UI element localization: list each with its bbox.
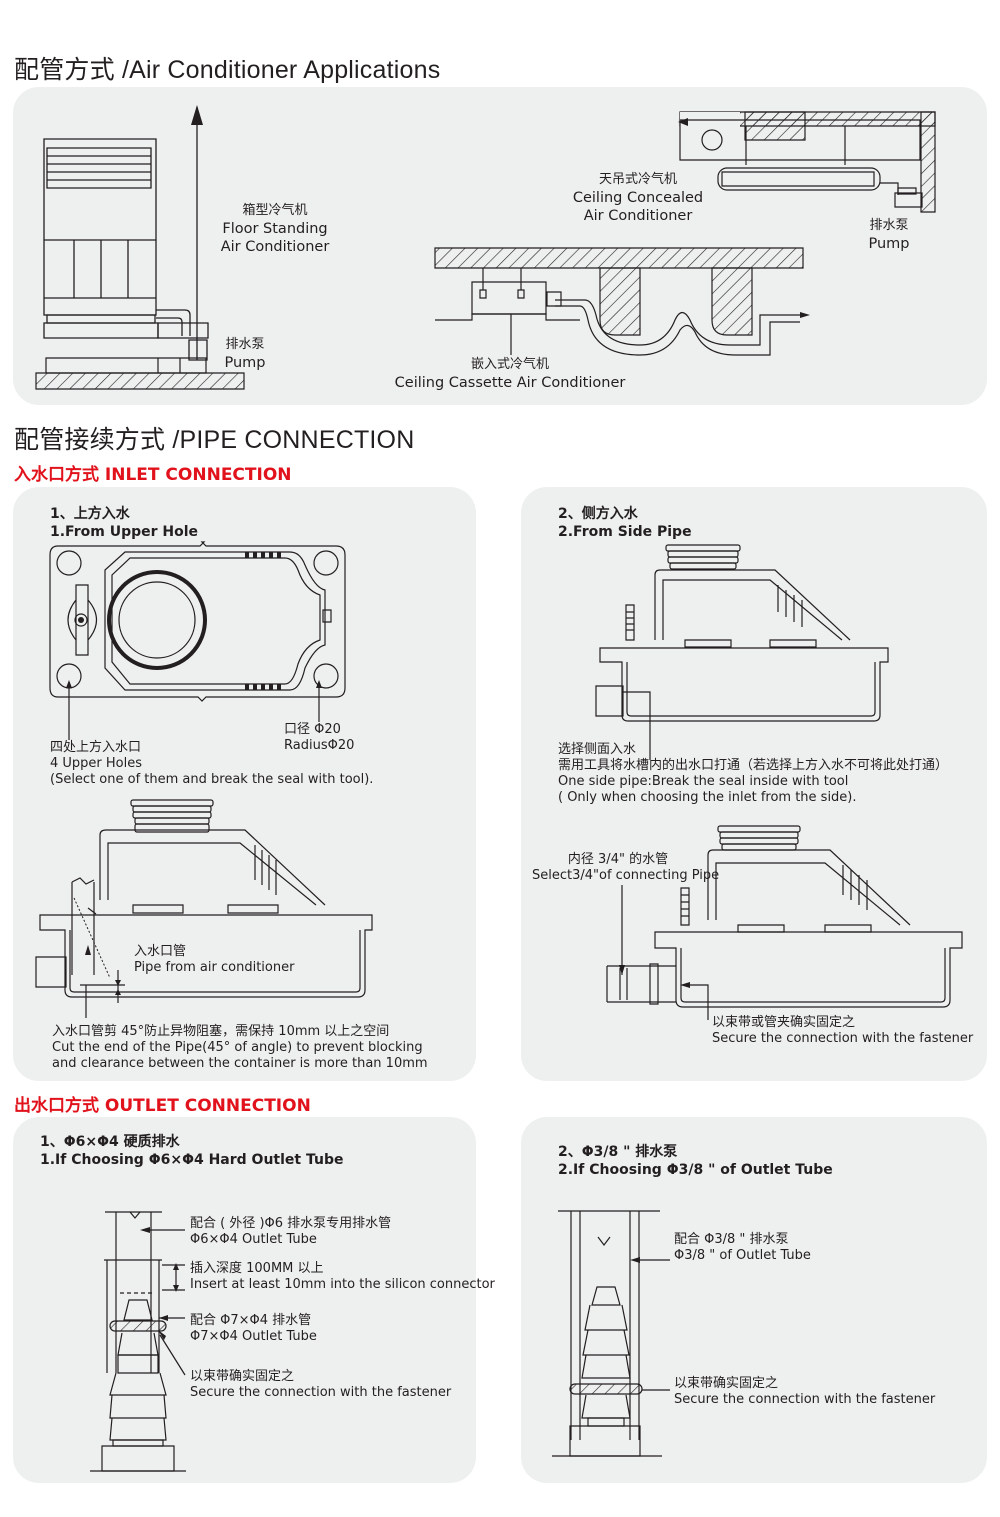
floor-standing-label: 箱型冷气机 Floor Standing Air Conditioner	[210, 202, 340, 256]
tube7-en: Φ7×Φ4 Outlet Tube	[190, 1329, 317, 1344]
radius-en: RadiusΦ20	[284, 738, 355, 753]
inlet-side-title-en: 2.From Side Pipe	[558, 524, 692, 540]
inlet-side-title: 2、侧方入水 2.From Side Pipe	[558, 505, 692, 541]
ceiling-pump-en: Pump	[868, 236, 910, 252]
pipe-connection-title: 配管接续方式 /PIPE CONNECTION	[14, 426, 415, 454]
floor-standing-cn: 箱型冷气机	[242, 203, 308, 218]
upper-holes-note: (Select one of them and break the seal w…	[50, 772, 374, 787]
upper-holes-cn: 四处上方入水口	[50, 740, 142, 755]
outlet-hard-title: 1、Φ6×Φ4 硬质排水 1.If Choosing Φ6×Φ4 Hard Ou…	[40, 1133, 343, 1169]
applications-title: 配管方式 /Air Conditioner Applications	[14, 56, 441, 84]
inlet-upper-panel	[13, 487, 476, 1081]
outlet-connection-title: 出水口方式 OUTLET CONNECTION	[14, 1096, 311, 1116]
pipe-from-ac-label: 入水口管 Pipe from air conditioner	[134, 944, 294, 976]
upper-holes-label: 四处上方入水口 4 Upper Holes (Select one of the…	[50, 740, 373, 788]
inlet-upper-title-en: 1.From Upper Hole	[50, 524, 199, 540]
ceiling-ac-drawing	[0, 0, 1000, 420]
tube6-en: Φ6×Φ4 Outlet Tube	[190, 1232, 317, 1247]
cut-pipe-cn: 入水口管剪 45°防止异物阻塞，需保持 10mm 以上之空间	[52, 1024, 390, 1039]
ceiling-concealed-label: 天吊式冷气机 Ceiling Concealed Air Conditioner	[568, 171, 708, 225]
radius-label: 口径 Φ20 RadiusΦ20	[284, 722, 354, 754]
tube7-label: 配合 Φ7×Φ4 排水管 Φ7×Φ4 Outlet Tube	[190, 1313, 317, 1345]
soft-tube-en: Φ3/8 " of Outlet Tube	[674, 1248, 811, 1263]
hard-outlet-tube-drawing	[0, 0, 500, 1517]
side-tool-cn: 需用工具将水槽内的出水口打通（若选择上方入水不可将此处打通）	[558, 758, 949, 773]
side-tool-en1: One side pipe:Break the seal inside with…	[558, 774, 849, 789]
tube7-cn: 配合 Φ7×Φ4 排水管	[190, 1313, 312, 1328]
inlet-connection-title: 入水口方式 INLET CONNECTION	[14, 465, 292, 485]
floor-standing-en2: Air Conditioner	[220, 239, 330, 255]
insert-depth-label: 插入深度 100MM 以上 Insert at least 10mm into …	[190, 1261, 495, 1293]
outlet-soft-title-en: 2.If Choosing Φ3/8 " of Outlet Tube	[558, 1162, 833, 1178]
hard-fasten-label: 以束带确实固定之 Secure the connection with the …	[190, 1369, 451, 1401]
ceiling-concealed-cn: 天吊式冷气机	[598, 172, 677, 187]
tube6-cn: 配合 ( 外径 )Φ6 排水泵专用排水管	[190, 1216, 392, 1231]
inlet-upper-title: 1、上方入水 1.From Upper Hole	[50, 505, 198, 541]
side-inlet-note: 选择侧面入水 需用工具将水槽内的出水口打通（若选择上方入水不可将此处打通） On…	[558, 742, 948, 806]
pump-side-view-side-drawing	[0, 0, 1000, 1100]
side-tool-en2: ( Only when choosing the inlet from the …	[558, 790, 857, 805]
side-pipe-label: 内径 3/4" 的水管 Select3/4"of connecting Pipe	[532, 852, 720, 884]
side-pipe-cn: 内径 3/4" 的水管	[567, 852, 669, 867]
soft-tube-cn: 配合 Φ3/8 " 排水泵	[674, 1232, 789, 1247]
floor-pump-en: Pump	[224, 355, 266, 371]
cut-pipe-en1: Cut the end of the Pipe(45° of angle) to…	[52, 1040, 423, 1055]
ceiling-cassette-en: Ceiling Cassette Air Conditioner	[394, 375, 626, 391]
soft-tube-label: 配合 Φ3/8 " 排水泵 Φ3/8 " of Outlet Tube	[674, 1232, 811, 1264]
ceiling-cassette-cn: 嵌入式冷气机	[470, 357, 549, 372]
tube6-label: 配合 ( 外径 )Φ6 排水泵专用排水管 Φ6×Φ4 Outlet Tube	[190, 1216, 391, 1248]
ceiling-pump-cn: 排水泵	[869, 218, 909, 233]
soft-fasten-label: 以束带确实固定之 Secure the connection with the …	[674, 1376, 935, 1408]
cut-pipe-note: 入水口管剪 45°防止异物阻塞，需保持 10mm 以上之空间 Cut the e…	[52, 1024, 428, 1072]
outlet-hard-title-cn: 1、Φ6×Φ4 硬质排水	[40, 1134, 180, 1150]
side-fasten-label: 以束带或管夹确实固定之 Secure the connection with t…	[712, 1015, 973, 1047]
pipe-from-ac-en: Pipe from air conditioner	[134, 960, 295, 975]
side-fasten-en: Secure the connection with the fastener	[712, 1031, 974, 1046]
side-pipe-en: Select3/4"of connecting Pipe	[532, 868, 720, 883]
floor-pump-cn: 排水泵	[225, 337, 265, 352]
inlet-side-title-cn: 2、侧方入水	[558, 506, 638, 522]
outlet-soft-title-cn: 2、Φ3/8 " 排水泵	[558, 1144, 678, 1160]
pipe-from-ac-cn: 入水口管	[134, 944, 187, 959]
soft-fasten-en: Secure the connection with the fastener	[674, 1392, 936, 1407]
insert-depth-cn: 插入深度 100MM 以上	[190, 1261, 324, 1276]
ceiling-cassette-label: 嵌入式冷气机 Ceiling Cassette Air Conditioner	[390, 356, 630, 392]
cut-pipe-en2: and clearance between the container is m…	[52, 1056, 428, 1071]
side-select-cn: 选择侧面入水	[558, 742, 637, 757]
inlet-side-panel	[521, 487, 987, 1081]
floor-pump-label: 排水泵 Pump	[216, 336, 274, 372]
hard-fasten-en: Secure the connection with the fastener	[190, 1385, 452, 1400]
outlet-hard-title-en: 1.If Choosing Φ6×Φ4 Hard Outlet Tube	[40, 1152, 344, 1168]
ceiling-concealed-en2: Air Conditioner	[583, 208, 693, 224]
outlet-hard-panel	[13, 1117, 476, 1483]
pump-side-view-upper-drawing	[0, 0, 500, 1100]
outlet-soft-title: 2、Φ3/8 " 排水泵 2.If Choosing Φ3/8 " of Out…	[558, 1143, 833, 1179]
soft-fasten-cn: 以束带确实固定之	[674, 1376, 779, 1391]
inlet-upper-title-cn: 1、上方入水	[50, 506, 130, 522]
radius-cn: 口径 Φ20	[284, 722, 341, 737]
outlet-soft-panel	[521, 1117, 987, 1483]
pump-top-view-drawing	[0, 0, 500, 1100]
upper-holes-en: 4 Upper Holes	[50, 756, 143, 771]
side-fasten-cn: 以束带或管夹确实固定之	[712, 1015, 856, 1030]
insert-depth-en: Insert at least 10mm into the silicon co…	[190, 1277, 495, 1292]
applications-panel	[13, 87, 987, 405]
floor-standing-en1: Floor Standing	[222, 221, 328, 237]
ceiling-concealed-en1: Ceiling Concealed	[572, 190, 704, 206]
hard-fasten-cn: 以束带确实固定之	[190, 1369, 295, 1384]
ceiling-pump-label: 排水泵 Pump	[860, 217, 918, 253]
floor-standing-ac-drawing	[0, 105, 1000, 420]
